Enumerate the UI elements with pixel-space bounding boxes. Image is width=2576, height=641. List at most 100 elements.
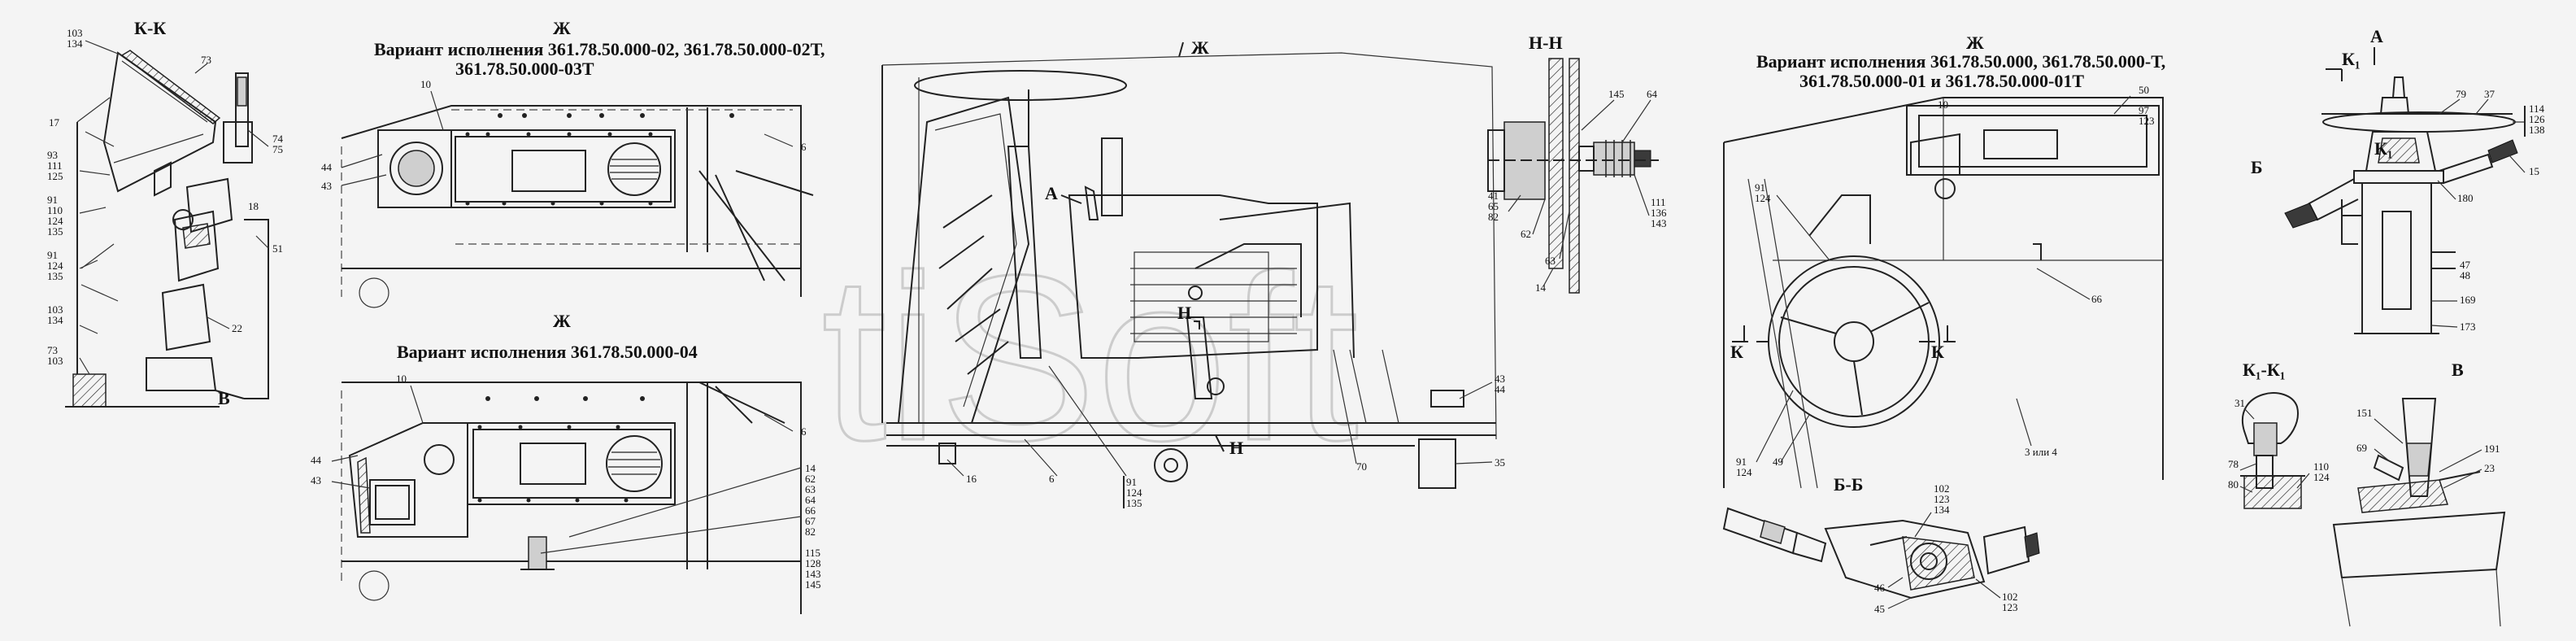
- a-label-9: 15: [2529, 165, 2539, 177]
- main-label-4: 6: [1049, 473, 1055, 485]
- view-zh-variant-04: Ж Вариант исполнения 361.78.50.000-04: [311, 311, 821, 614]
- k1-section-title: К₁-К₁: [2243, 360, 2285, 380]
- v-label-0: 151: [2356, 407, 2373, 419]
- kk-label-14: 51: [272, 242, 283, 255]
- a-label-7: Б: [2251, 157, 2263, 177]
- view-hh: Н-Н 145 64 41 65 82 62 111 136 143 63 14: [1487, 33, 1667, 294]
- main-label-1: Н: [1177, 303, 1191, 323]
- bb-label-2: 134: [1934, 504, 1950, 516]
- zh2-label-7: 64: [805, 494, 816, 506]
- zh3-label-4: 91: [1755, 181, 1765, 194]
- zh3-label-6: К: [1730, 342, 1743, 362]
- zh3-label-0: 10: [1938, 98, 1948, 111]
- kk-label-22: 103: [47, 355, 63, 367]
- hh-label-1: 64: [1647, 88, 1658, 100]
- kk-label-3: 17: [49, 116, 60, 129]
- zh1-label-3: 6: [801, 141, 807, 153]
- zh2-label-6: 63: [805, 483, 816, 495]
- zh3-label-5: 124: [1755, 192, 1771, 204]
- kk-label-7: 74: [272, 133, 284, 145]
- kk-label-0: 103: [67, 27, 83, 39]
- k1-label-3: 110: [2313, 460, 2329, 473]
- zh2-label-14: 145: [805, 578, 821, 591]
- kk-label-13: 18: [248, 200, 259, 212]
- hh-label-2: 41: [1488, 190, 1499, 202]
- kk-label-20: 134: [47, 314, 63, 326]
- zh1-title-line1: Вариант исполнения 361.78.50.000-02, 361…: [374, 39, 825, 59]
- a-label-10: 180: [2457, 192, 2474, 204]
- view-main: Ж А Н Н 16 6 91: [881, 37, 1506, 509]
- zh2-letter: Ж: [553, 311, 571, 331]
- kk-label-17: 135: [47, 270, 63, 282]
- bb-label-1: 123: [1934, 493, 1950, 505]
- zh3-label-8: 66: [2091, 293, 2103, 305]
- bb-label-0: 102: [1934, 482, 1950, 495]
- zh1-title-line2: 361.78.50.000-03Т: [455, 59, 594, 79]
- kk-label-5: 111: [47, 159, 63, 172]
- zh2-label-4: 14: [805, 462, 816, 474]
- view-zh-variant-02: Ж Вариант исполнения 361.78.50.000-02, 3…: [321, 18, 825, 308]
- zh1-letter: Ж: [553, 18, 571, 38]
- zh2-label-8: 66: [805, 504, 816, 517]
- a-label-4: 114: [2529, 102, 2545, 115]
- zh2-label-12: 128: [805, 557, 821, 569]
- view-zh-variant-base: Ж Вариант исполнения 361.78.50.000, 361.…: [1723, 33, 2165, 489]
- zh3-label-3: 123: [2139, 115, 2155, 127]
- zh2-label-3: 6: [801, 425, 807, 438]
- bb-label-4: 45: [1874, 603, 1885, 615]
- zh2-label-10: 82: [805, 525, 816, 538]
- hh-label-9: 63: [1545, 255, 1556, 267]
- main-label-5: 91: [1126, 476, 1137, 488]
- kk-label-21: 73: [47, 344, 58, 356]
- hh-section-title: Н-Н: [1529, 33, 1563, 53]
- zh3-label-1: 50: [2139, 84, 2149, 96]
- bb-section-title: Б-Б: [1834, 474, 1863, 495]
- zh2-label-13: 143: [805, 568, 821, 580]
- kk-label-6: 125: [47, 170, 63, 182]
- v-section-title: В: [2452, 360, 2464, 380]
- zh3-title-line2: 361.78.50.000-01 и 361.78.50.000-01Т: [1799, 71, 2084, 91]
- zh3-label-10: 124: [1736, 466, 1752, 478]
- a-label-13: 169: [2460, 294, 2476, 306]
- zh3-label-12: 3 или 4: [2025, 446, 2057, 458]
- a-label-12: 48: [2460, 269, 2470, 281]
- kk-label-9: 91: [47, 194, 58, 206]
- main-label-9: 43: [1495, 373, 1505, 385]
- k1-label-0: 31: [2234, 397, 2245, 409]
- kk-label-11: 124: [47, 215, 63, 227]
- hh-label-10: 14: [1535, 281, 1547, 294]
- main-arrow-label: Ж: [1191, 37, 1209, 58]
- v-label-3: 23: [2484, 462, 2495, 474]
- hh-label-5: 62: [1521, 228, 1531, 240]
- kk-label-12: 135: [47, 225, 63, 238]
- zh2-label-0: 10: [396, 373, 407, 385]
- a-label-2: 79: [2456, 88, 2466, 100]
- a-label-14: 173: [2460, 320, 2476, 333]
- zh3-letter: Ж: [1966, 33, 1984, 53]
- zh3-label-7: К: [1931, 342, 1944, 362]
- a-label-5: 126: [2529, 113, 2545, 125]
- kk-label-16: 124: [47, 259, 63, 272]
- kk-label-19: 103: [47, 303, 63, 316]
- hh-label-3: 65: [1488, 200, 1499, 212]
- zh1-label-0: 10: [420, 78, 431, 90]
- kk-label-8: 75: [272, 143, 283, 155]
- hh-label-0: 145: [1608, 88, 1625, 100]
- k1-label-2: 80: [2228, 478, 2239, 491]
- kk-label-4: 93: [47, 149, 58, 161]
- zh2-title: Вариант исполнения 361.78.50.000-04: [397, 342, 698, 362]
- main-label-7: 135: [1126, 497, 1142, 509]
- zh2-label-5: 62: [805, 473, 816, 485]
- a-label-0: A: [2370, 26, 2383, 46]
- a-label-8: К₁: [2374, 138, 2393, 159]
- main-label-3: 16: [966, 473, 977, 485]
- v-label-1: 69: [2356, 442, 2367, 454]
- main-label-2: Н: [1229, 438, 1243, 458]
- kk-label-2: 73: [201, 54, 211, 66]
- view-a: A К₁ 79 37 114 126 138 Б К₁ 15 180 47 48…: [2251, 26, 2545, 334]
- zh1-label-1: 44: [321, 161, 333, 173]
- zh2-callout-list: 14 62 63 64 66 67 82 115 128 143 145: [805, 462, 821, 591]
- main-label-6: 124: [1126, 486, 1142, 499]
- zh2-label-1: 44: [311, 454, 322, 466]
